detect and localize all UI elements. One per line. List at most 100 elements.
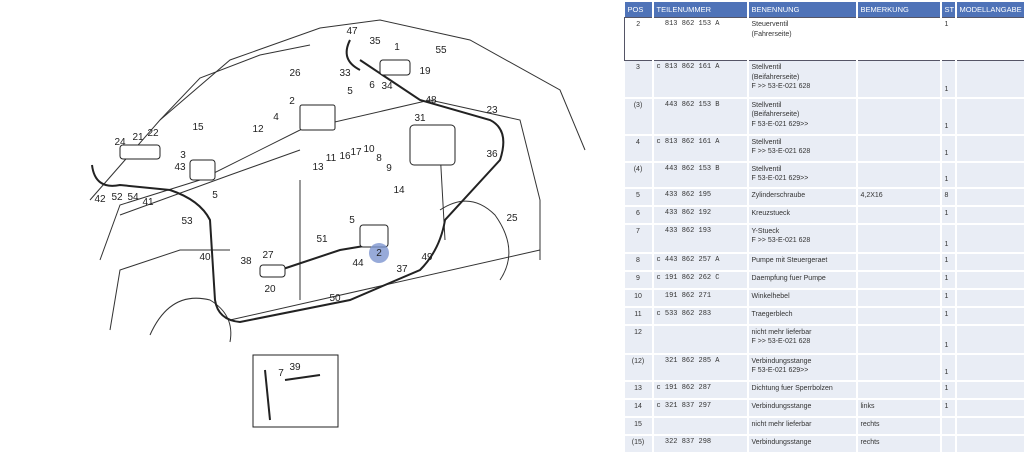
pos-cell: (3) <box>625 98 653 135</box>
callout-8[interactable]: 8 <box>376 153 382 164</box>
callout-49[interactable]: 49 <box>421 252 433 263</box>
name-cell: Verbindungsstange F 53-E-021 629>> <box>748 354 857 381</box>
callout-43[interactable]: 43 <box>174 162 186 173</box>
name-cell: Verbindungsstange <box>748 399 857 417</box>
qty-cell: 8 <box>941 188 956 206</box>
callout-36[interactable]: 36 <box>486 149 498 160</box>
callout-39[interactable]: 39 <box>289 362 301 373</box>
callout-54[interactable]: 54 <box>127 192 139 203</box>
remark-cell <box>857 354 941 381</box>
callout-51[interactable]: 51 <box>316 234 328 245</box>
callout-5[interactable]: 5 <box>212 190 218 201</box>
model-cell <box>956 98 1024 135</box>
callout-11[interactable]: 11 <box>326 153 337 164</box>
pos-cell: 8 <box>625 253 653 271</box>
part-number-cell: c 191 862 262 C <box>653 271 748 289</box>
name-cell: Verbindungsstange <box>748 435 857 453</box>
pos-cell: 15 <box>625 417 653 435</box>
callout-1[interactable]: 1 <box>394 42 400 53</box>
col-teilenummer[interactable]: TEILENUMMER <box>653 2 748 18</box>
qty-cell: 1 <box>941 307 956 325</box>
callout-35[interactable]: 35 <box>369 36 381 47</box>
callout-37[interactable]: 37 <box>396 264 408 275</box>
col-modellangabe[interactable]: MODELLANGABE <box>956 2 1024 18</box>
callout-25[interactable]: 25 <box>506 213 518 224</box>
callout-34[interactable]: 34 <box>381 81 393 92</box>
name-cell: Stellventil (Beifahrerseite) F >> 53-E-0… <box>748 61 857 98</box>
callout-2[interactable]: 2 <box>376 248 382 259</box>
pos-cell: (4) <box>625 162 653 188</box>
callout-40[interactable]: 40 <box>199 252 211 263</box>
callout-52[interactable]: 52 <box>111 192 123 203</box>
callout-15[interactable]: 15 <box>192 122 204 133</box>
parts-table: POS TEILENUMMER BENENNUNG BEMERKUNG ST M… <box>624 2 1024 454</box>
callout-47[interactable]: 47 <box>346 26 358 37</box>
callout-19[interactable]: 19 <box>419 66 431 77</box>
callout-55[interactable]: 55 <box>435 45 447 56</box>
callout-16[interactable]: 16 <box>339 151 351 162</box>
callout-9[interactable]: 9 <box>386 163 392 174</box>
callout-24[interactable]: 24 <box>114 137 126 148</box>
callout-21[interactable]: 21 <box>132 132 144 143</box>
callout-41[interactable]: 41 <box>142 197 154 208</box>
part-number-cell: 433 862 195 <box>653 188 748 206</box>
callout-42[interactable]: 42 <box>94 194 106 205</box>
col-pos[interactable]: POS <box>625 2 653 18</box>
part-number-cell: c 321 837 297 <box>653 399 748 417</box>
col-st[interactable]: ST <box>941 2 956 18</box>
callout-5[interactable]: 5 <box>347 86 353 97</box>
callout-53[interactable]: 53 <box>181 216 193 227</box>
callout-17[interactable]: 17 <box>350 147 362 158</box>
callout-26[interactable]: 26 <box>289 68 301 79</box>
name-cell: Stellventil F 53-E-021 629>> <box>748 162 857 188</box>
table-header: POS TEILENUMMER BENENNUNG BEMERKUNG ST M… <box>625 2 1024 18</box>
callout-44[interactable]: 44 <box>352 258 364 269</box>
callout-4[interactable]: 4 <box>273 112 279 123</box>
callout-2[interactable]: 2 <box>289 96 295 107</box>
callout-12[interactable]: 12 <box>252 124 264 135</box>
col-benennung[interactable]: BENENNUNG <box>748 2 857 18</box>
callout-14[interactable]: 14 <box>393 185 405 196</box>
pos-cell: (12) <box>625 354 653 381</box>
callout-3[interactable]: 3 <box>180 150 186 161</box>
callout-50[interactable]: 50 <box>329 293 341 304</box>
callout-7[interactable]: 7 <box>278 368 284 379</box>
col-bemerkung[interactable]: BEMERKUNG <box>857 2 941 18</box>
callout-13[interactable]: 13 <box>312 162 324 173</box>
callout-20[interactable]: 20 <box>264 284 276 295</box>
qty-cell: 1 <box>941 325 956 354</box>
name-cell: Winkelhebel <box>748 289 857 307</box>
callout-6[interactable]: 6 <box>369 80 375 91</box>
model-cell <box>956 381 1024 399</box>
callout-5[interactable]: 5 <box>349 215 355 226</box>
callout-10[interactable]: 10 <box>363 144 375 155</box>
callout-23[interactable]: 23 <box>486 105 498 116</box>
callout-38[interactable]: 38 <box>240 256 252 267</box>
name-cell: Traegerblech <box>748 307 857 325</box>
callout-33[interactable]: 33 <box>339 68 351 79</box>
callout-31[interactable]: 31 <box>414 113 426 124</box>
callout-48[interactable]: 48 <box>425 95 437 106</box>
pos-cell: 6 <box>625 206 653 224</box>
callout-22[interactable]: 22 <box>147 128 159 139</box>
model-cell <box>956 188 1024 206</box>
callout-27[interactable]: 27 <box>262 250 274 261</box>
